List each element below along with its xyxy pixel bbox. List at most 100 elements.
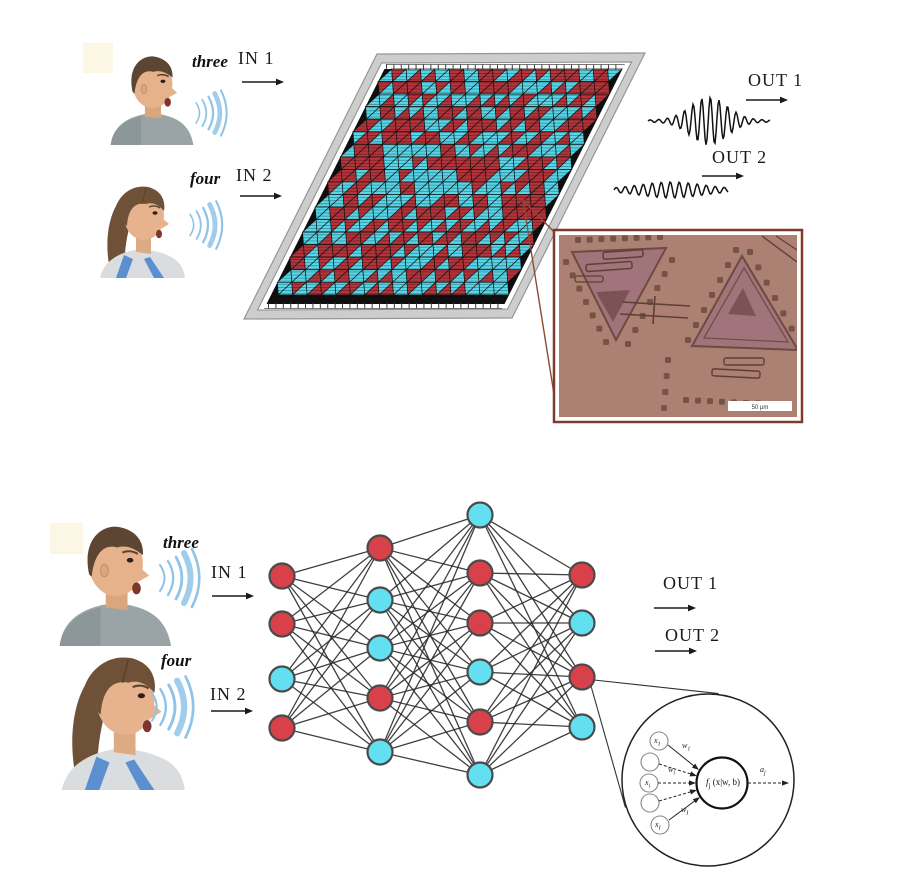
network-edge — [379, 514, 481, 649]
network-edge — [281, 599, 381, 729]
network-edge — [479, 514, 583, 678]
neural-network — [268, 501, 719, 808]
sound-waves-top-1 — [195, 89, 228, 137]
metamaterial-chip — [243, 52, 646, 320]
inset-callout-line — [522, 199, 558, 236]
network-edge — [281, 547, 381, 729]
network-edge — [379, 622, 481, 753]
network-edge — [281, 575, 381, 601]
network-node-red — [466, 708, 494, 736]
in2-arrow-bottom — [211, 707, 253, 715]
network-node-red — [268, 610, 296, 638]
network-edge — [479, 574, 583, 673]
network-edge — [379, 514, 481, 753]
spoken-word-four-bottom: four — [161, 651, 192, 670]
network-edge — [479, 514, 583, 624]
network-edge — [379, 514, 481, 699]
network-edge — [379, 547, 481, 624]
network-edge — [479, 514, 583, 728]
network-edge — [281, 727, 381, 753]
network-node-cyan — [268, 665, 296, 693]
network-edge — [281, 623, 381, 699]
in2-arrow-top — [240, 192, 282, 200]
neuron-input-circle — [640, 752, 660, 772]
neuron-function-circle — [695, 756, 749, 810]
network-edge — [281, 697, 381, 729]
out1-arrow-top — [746, 96, 788, 104]
lattice-texture — [266, 69, 623, 304]
network-edge — [479, 514, 583, 576]
speaker-female-illustration-top — [100, 186, 185, 278]
network-edge — [281, 623, 381, 649]
inset-scale-bar — [728, 401, 792, 411]
neuron-input-circle — [650, 815, 670, 835]
out2-label-bottom: OUT 2 — [665, 625, 721, 645]
neuron-input-xI-label: xI — [655, 820, 661, 832]
network-edge — [281, 547, 381, 577]
network-node-red — [466, 609, 494, 637]
network-edge — [379, 671, 481, 699]
network-edge — [479, 572, 583, 678]
network-edge — [379, 572, 481, 649]
network-node-red — [268, 714, 296, 742]
out1-label-bottom: OUT 1 — [663, 573, 719, 593]
network-edge — [379, 599, 481, 624]
neuron-activation-function-label: fj (x|w, b) — [706, 777, 740, 790]
sound-waves-top-2 — [189, 200, 224, 250]
network-edge — [379, 751, 481, 776]
neuron-weight-wI-label: wI — [681, 805, 689, 817]
out2-label-top: OUT 2 — [712, 147, 768, 167]
network-edge — [479, 676, 583, 776]
network-node-red — [366, 684, 394, 712]
network-edge — [379, 721, 481, 753]
network-edge — [379, 547, 481, 574]
sound-waves-bottom-1 — [159, 547, 201, 609]
network-edge — [479, 572, 583, 624]
in2-label-top: IN 2 — [236, 165, 273, 185]
neuron-weight-w1-label: w1 — [682, 741, 691, 753]
inset-callout-line — [522, 199, 558, 414]
network-edge — [281, 599, 381, 680]
sound-waves-bottom-2 — [150, 675, 195, 739]
network-edge — [379, 622, 481, 699]
image-corner-swatch — [83, 43, 113, 73]
network-edge — [281, 678, 381, 753]
network-node-cyan — [568, 609, 596, 637]
image-corner-swatch — [50, 523, 83, 554]
network-node-cyan — [366, 586, 394, 614]
neuron-input-x1-label: x1 — [654, 736, 661, 748]
network-node-red — [268, 562, 296, 590]
out1-label-top: OUT 1 — [748, 70, 804, 90]
network-edge — [479, 721, 583, 728]
speaker-male-illustration-bottom — [59, 526, 172, 646]
network-edge — [479, 726, 583, 776]
network-edge — [379, 514, 481, 549]
network-edge — [479, 574, 583, 624]
spoken-word-four-top: four — [190, 169, 221, 188]
network-node-cyan — [466, 658, 494, 686]
network-node-cyan — [466, 761, 494, 789]
network-edge — [281, 599, 381, 625]
network-edge — [379, 572, 481, 753]
out1-waveform — [647, 95, 771, 146]
network-edge — [379, 697, 481, 723]
neuron-weight-wi-label: wi — [668, 765, 676, 777]
network-node-red — [466, 559, 494, 587]
network-edge — [281, 647, 381, 729]
network-node-cyan — [366, 634, 394, 662]
network-edge — [479, 574, 583, 723]
network-node-red — [366, 534, 394, 562]
network-edge — [281, 547, 381, 680]
neuron-zoom-line — [593, 679, 719, 695]
neuron-input-circle — [640, 793, 660, 813]
microscope-inset: 50 μm — [552, 228, 804, 424]
network-node-cyan — [568, 713, 596, 741]
in1-arrow-top — [242, 78, 284, 86]
network-edge — [479, 574, 583, 776]
in2-label-bottom: IN 2 — [210, 684, 247, 704]
network-edge — [479, 572, 583, 576]
in1-label-bottom: IN 1 — [211, 562, 248, 582]
speaker-male-illustration-top — [110, 56, 194, 145]
